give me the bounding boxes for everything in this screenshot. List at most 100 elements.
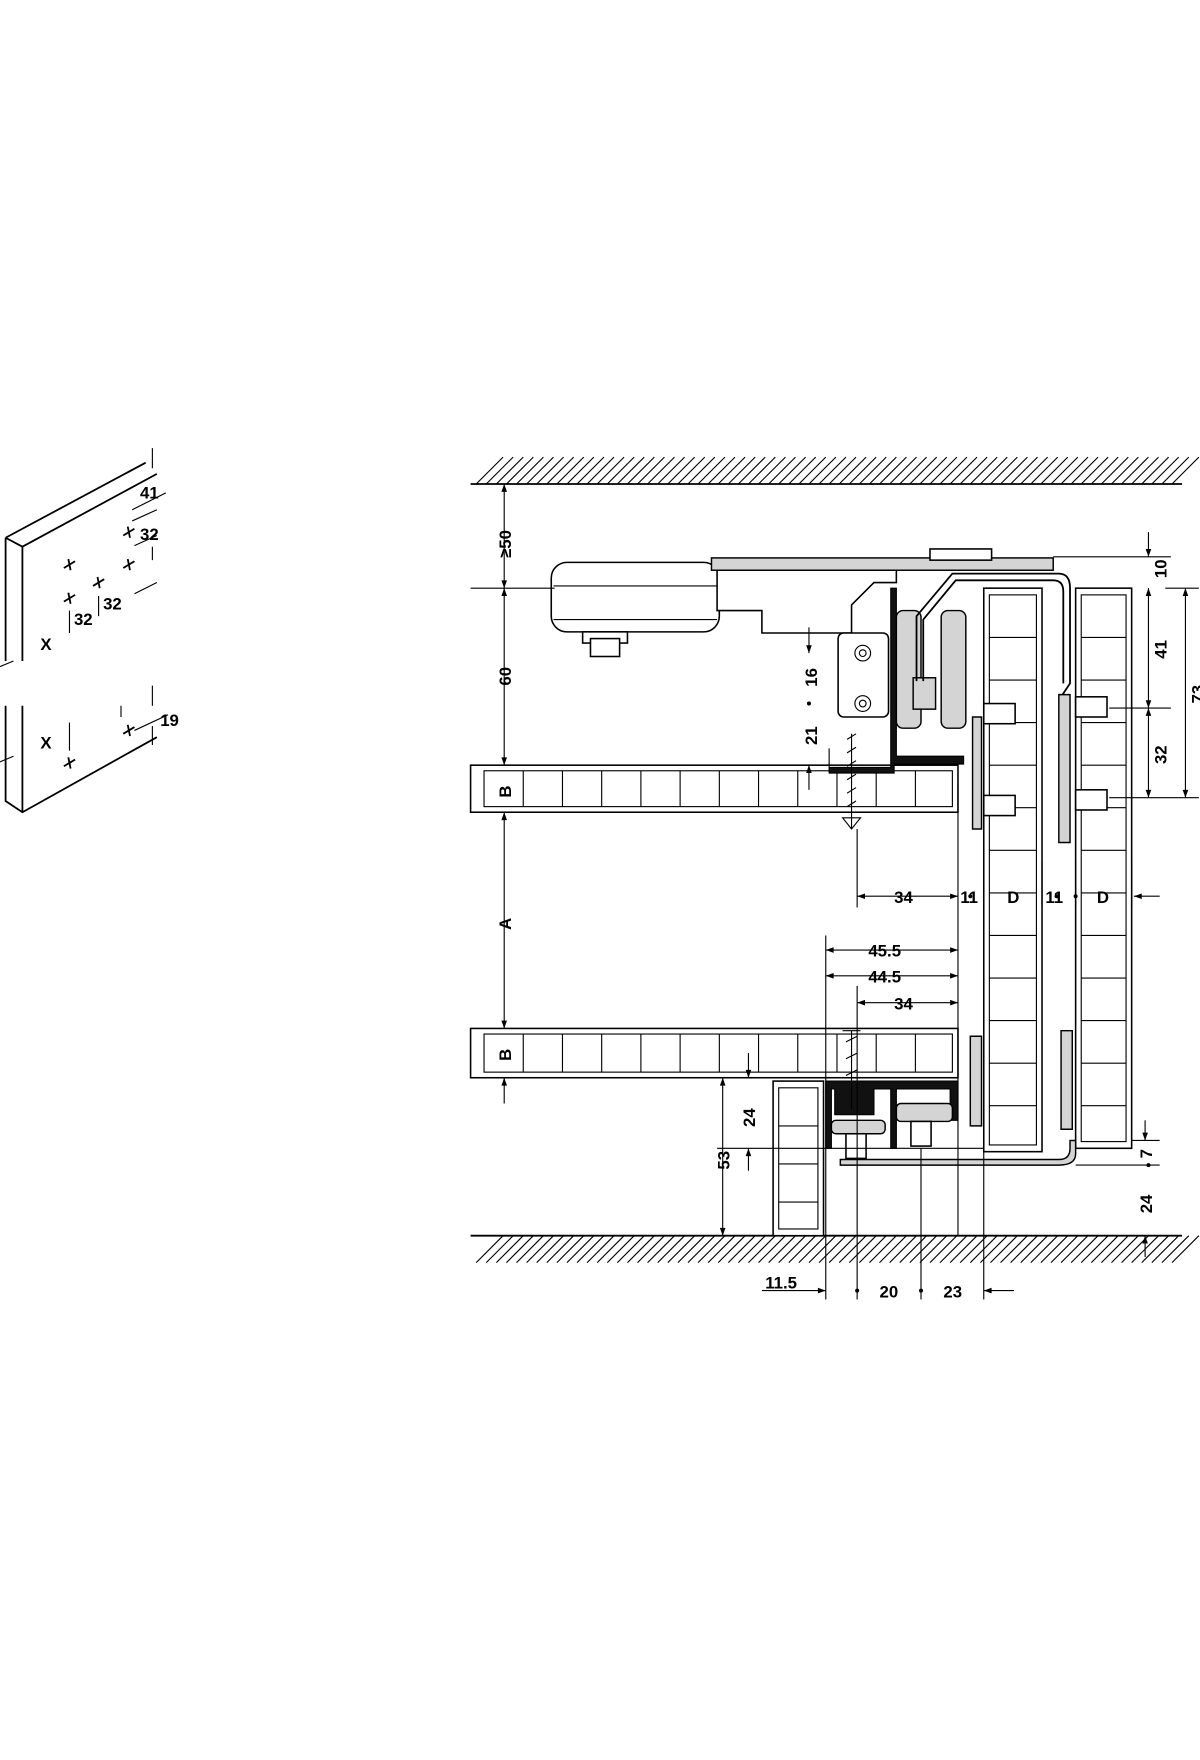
dimension-dot	[968, 894, 973, 899]
hatch-line	[586, 456, 615, 485]
hatch-line	[778, 456, 806, 485]
dim-53: 53	[714, 1151, 733, 1170]
hatch-line	[707, 1235, 736, 1263]
dim-45-5: 45.5	[868, 942, 901, 961]
hatch-line	[768, 1235, 796, 1263]
hatch-line	[1111, 1235, 1139, 1263]
hatch-line	[1171, 456, 1200, 485]
hatch-line	[1101, 456, 1129, 485]
hatch-line	[1000, 1235, 1028, 1263]
hatch-line	[727, 1235, 756, 1263]
soft-close-damper	[550, 561, 721, 633]
hatch-line	[485, 456, 514, 485]
hatch-line	[536, 1235, 564, 1263]
hatch-line	[979, 456, 1008, 485]
hatch-line	[717, 456, 746, 485]
hatch-line	[596, 1235, 625, 1263]
hatch-line	[798, 456, 827, 485]
hanger-arm	[915, 572, 1071, 701]
arrow-head	[825, 947, 834, 953]
hatch-line	[949, 1235, 978, 1263]
arrow-head	[950, 947, 958, 953]
hatch-line	[828, 456, 857, 485]
dim-32-h2: 32	[103, 594, 122, 613]
damper-nut	[589, 637, 621, 658]
panel-core	[1080, 594, 1127, 1143]
arrow-head	[950, 972, 958, 979]
panel-core	[483, 770, 953, 808]
dim-24-floor: 24	[1137, 1194, 1156, 1213]
hatch-line	[919, 456, 948, 485]
hatch-line	[949, 456, 978, 485]
hatch-line	[506, 456, 534, 485]
hole-markers	[63, 526, 135, 769]
dimension-dot	[918, 1288, 924, 1293]
hatch-line	[848, 456, 877, 485]
hatch-line	[566, 456, 595, 485]
hatch-line	[1171, 1235, 1200, 1263]
panel-drilling-detail: 41 32 32 32 19 X X	[0, 448, 179, 814]
top-running-gear	[550, 548, 1108, 844]
hole-marker	[122, 724, 135, 737]
dim-ceiling-gap: ≥50	[496, 530, 515, 558]
hatch-line	[737, 456, 766, 485]
hatch-line	[1141, 1235, 1170, 1263]
label-d-2: D	[1097, 888, 1109, 907]
hatch-line	[879, 456, 907, 485]
hatch-line	[516, 1235, 544, 1263]
hatch-line	[748, 1235, 776, 1263]
dim-19: 19	[160, 711, 179, 730]
hatch-line	[677, 456, 706, 485]
hatch-line	[1151, 456, 1180, 485]
extension-lines	[470, 556, 1199, 1300]
label-x-upper: X	[40, 635, 52, 654]
panel-core	[483, 1033, 953, 1073]
hatch-line	[687, 456, 716, 485]
hatch-line	[657, 456, 685, 485]
top-plate	[710, 557, 1054, 571]
hatch-line	[1111, 456, 1139, 485]
hatch-line	[1010, 456, 1038, 485]
hatch-line	[606, 456, 635, 485]
hatch-line	[546, 1235, 575, 1263]
floor	[470, 1234, 1200, 1263]
panel-core	[778, 1087, 819, 1230]
hatch-line	[1090, 1235, 1119, 1263]
hatch-line	[1000, 456, 1028, 485]
hatch-line	[818, 1235, 847, 1263]
hatch-line	[1020, 1235, 1049, 1263]
arrow-head	[983, 1287, 992, 1294]
arrow-head	[806, 645, 812, 654]
arrow-head	[501, 757, 508, 766]
hatch-line	[788, 456, 817, 485]
arrow-head	[817, 1287, 826, 1294]
arrow-head	[857, 999, 865, 1006]
bottom-guide	[825, 1029, 1077, 1166]
hole-marker	[63, 558, 76, 571]
hatch-line	[1090, 456, 1119, 485]
dimension-arrows	[501, 483, 1189, 1294]
hatch-line	[556, 456, 585, 485]
hatch-line	[838, 456, 867, 485]
hatch-line	[869, 456, 897, 485]
hatch-line	[1080, 1235, 1109, 1263]
hole-marker	[63, 592, 76, 605]
arrow-head	[825, 972, 834, 979]
hatch-line	[647, 456, 675, 485]
hatch-line	[657, 1235, 685, 1263]
hatch-line	[556, 1235, 585, 1263]
dim-73: 73	[1188, 685, 1200, 704]
bottom-roller-2	[895, 1102, 954, 1123]
dimension-dot	[855, 1288, 860, 1293]
dimension-dot	[1073, 894, 1078, 899]
hatch-line	[889, 456, 917, 485]
panel-edge	[982, 587, 1043, 1153]
hatch-line	[969, 456, 998, 485]
detail-dimension-lines	[0, 448, 169, 763]
hatch-line	[929, 1235, 958, 1263]
guide-block	[772, 1080, 825, 1237]
arrow-head	[857, 893, 865, 900]
hatch-line	[737, 1235, 766, 1263]
dim-41: 41	[140, 484, 159, 503]
